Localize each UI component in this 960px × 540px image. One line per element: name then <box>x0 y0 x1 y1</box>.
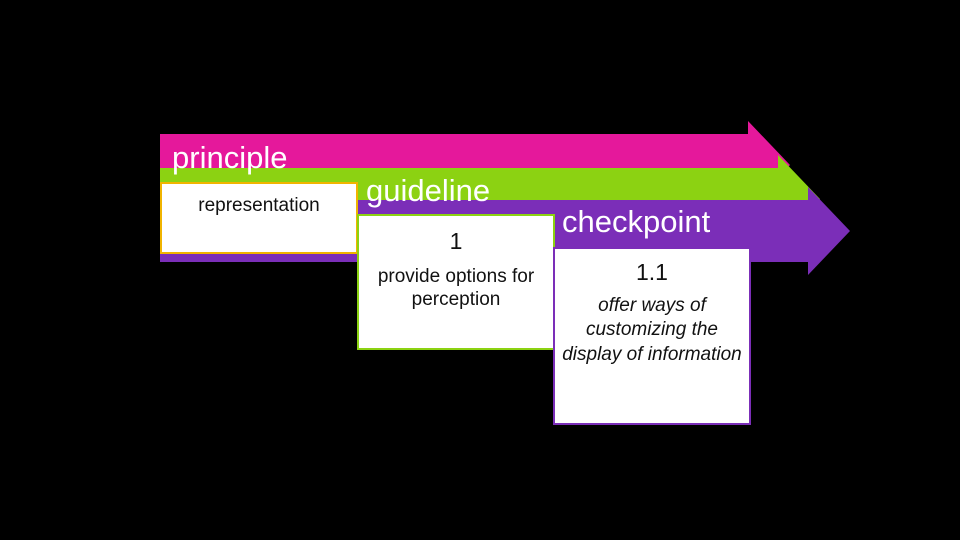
checkpoint-arrow-head <box>808 187 850 275</box>
guideline-number: 1 <box>449 228 463 254</box>
checkpoint-band-title: checkpoint <box>562 204 711 239</box>
representation-box: representation <box>160 182 358 254</box>
checkpoint-description: offer ways of customizing the display of… <box>562 294 742 365</box>
principle-band-title: principle <box>172 140 288 175</box>
guideline-box: 1 provide options for perception <box>357 214 555 350</box>
checkpoint-box: 1.1 offer ways of customizing the displa… <box>553 247 751 425</box>
checkpoint-number: 1.1 <box>636 259 668 285</box>
representation-label: representation <box>198 195 320 216</box>
guideline-band-title: guideline <box>366 173 491 208</box>
guideline-description: provide options for perception <box>377 265 535 311</box>
